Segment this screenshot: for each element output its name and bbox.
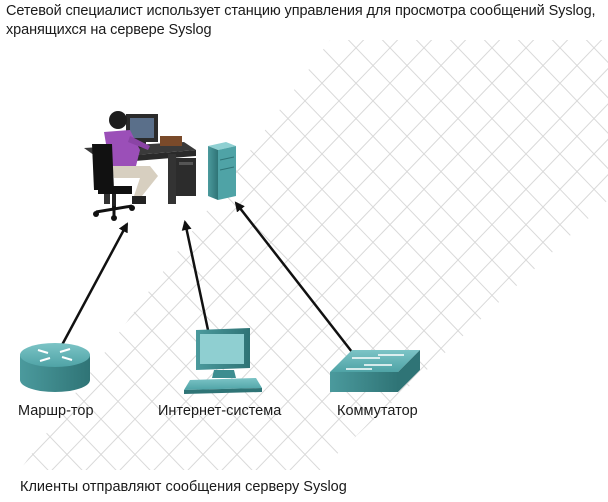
- arrow-switch-to-server: [234, 201, 353, 353]
- router-icon: [20, 343, 90, 392]
- message-arrows: [60, 201, 353, 353]
- diagram-title: Сетевой специалист использует станцию уп…: [6, 3, 596, 38]
- network-specialist-workstation-icon: [84, 111, 196, 221]
- computer-label: Интернет-система: [158, 403, 282, 419]
- arrow-computer-to-workstation: [181, 220, 210, 331]
- arrow-router-to-workstation: [60, 222, 129, 346]
- computer-icon: [184, 328, 262, 394]
- syslog-server-icon: [208, 142, 236, 200]
- router-label: Маршр-тор: [18, 403, 94, 419]
- diagram-caption: Клиенты отправляют сообщения серверу Sys…: [20, 479, 347, 495]
- switch-icon: [330, 350, 420, 392]
- switch-label: Коммутатор: [337, 403, 418, 419]
